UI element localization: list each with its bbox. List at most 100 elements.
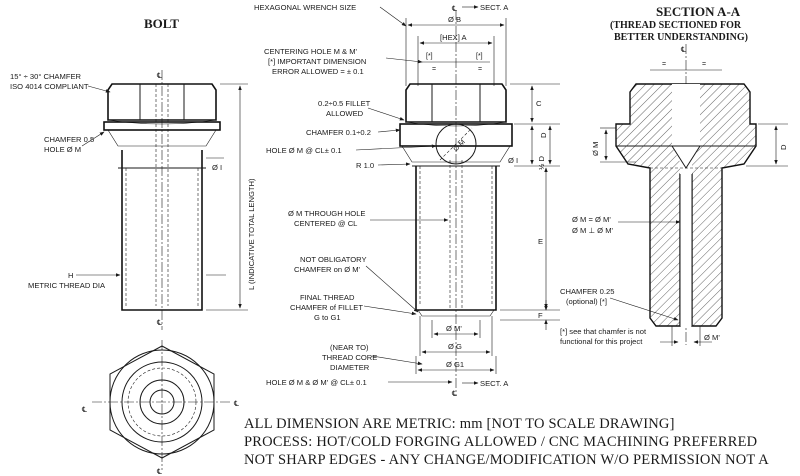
cross-hole-axis [439,127,473,161]
cross-hole-circle [435,123,477,165]
front-shank [415,166,497,311]
leader-line [367,107,405,121]
leader-line [379,6,407,27]
section-through-hole [680,168,692,326]
section-subtitle-1: (THREAD SECTIONED FOR [610,20,742,31]
chamfer-01-label: CHAMFER 0.1÷0.2 [306,128,371,137]
leader-line [385,57,423,64]
leader-line [363,305,417,316]
sect-a-top: SECT. A [480,3,509,12]
chamfer-025-label-2: (optional) [*] [566,297,607,306]
leader-line [365,265,419,313]
leader-line [371,355,423,366]
hole-m-cl-label: HOLE Ø M @ CL± 0.1 [266,146,342,155]
centering-label-3: ERROR ALLOWED = ± 0.1 [272,67,364,76]
leader-line [609,297,679,321]
not-oblig-label-2: CHAMFER on Ø M' [294,265,361,274]
hole-mm-cl-label: HOLE Ø M & Ø M' @ CL± 0.1 [266,378,367,387]
leader-line [377,128,401,133]
section-subtitle-2: BETTER UNDERSTANDING) [614,32,748,43]
dia-b-label: Ø B [448,15,461,24]
chamfer-head-label-2: ISO 4014 COMPLIANT [10,82,89,91]
section-hole-void [672,84,700,174]
chamfer-hole-label-2: HOLE Ø M [44,145,81,154]
eq-label: = [478,66,482,73]
centerline-symbol: ℄ [451,389,458,398]
collar-taper [401,145,511,163]
r10-label: R 1.0 [356,161,374,170]
section-dia-m-label: Ø M [591,142,600,156]
centering-label-2: [*] IMPORTANT DIMENSION [268,57,366,66]
eq-label: = [432,66,436,73]
centerline-symbol: ℄ [156,71,163,80]
leader-line [81,131,105,147]
hex-wrench-label: HEXAGONAL WRENCH SIZE [254,3,356,12]
m-equal-label: Ø M = Ø M' [572,215,611,224]
dim-d-label: D [539,132,548,138]
bolt-collar [103,121,221,131]
through-label-1: Ø M THROUGH HOLE [288,209,366,218]
core-label-2: THREAD CORE [322,353,377,362]
dim-f-label: F [538,311,543,320]
dia-g-label: Ø G [448,342,462,351]
front-view: ℄ SECT. A HEXAGONAL WRENCH SIZE Ø B [HEX… [254,3,560,398]
section-title: SECTION A-A [656,4,741,19]
section-dia-mprime-label: Ø M' [704,333,720,342]
hole-circle [149,389,175,415]
thread-core-circle [127,367,197,437]
final-thread-label-3: G to G1 [314,313,341,322]
centering-label-1: CENTERING HOLE M & M' [264,47,358,56]
hex-a-label: [HEX] A [440,33,468,42]
h-label: H [68,271,73,280]
dim-e-label: E [538,237,543,246]
fillet-label-2: ALLOWED [326,109,364,118]
thread-end-chamfer [417,309,495,317]
dim-c-label: C [536,99,542,108]
general-notes: ALL DIMENSION ARE METRIC: mm [NOT TO SCA… [244,416,769,468]
core-label-1: (NEAR TO) [330,343,369,352]
fillet-label-1: 0.2÷0.5 FILLET [318,99,371,108]
m-perp-label: Ø M ⊥ Ø M' [572,226,614,235]
chamfer-025-label-1: CHAMFER 0.25 [560,287,614,296]
star-label: [*] [476,53,483,60]
hex-outline [109,345,215,459]
bolt-shank [121,150,203,311]
sect-a-bottom: SECT. A [480,379,509,388]
leader-line [377,162,411,166]
note-line-2: PROCESS: HOT/COLD FORGING ALLOWED / CNC … [244,434,757,450]
length-label: L (INDICATIVE TOTAL LENGTH) [247,178,256,290]
dia-mprime-label: Ø M' [446,324,462,333]
final-thread-label-1: FINAL THREAD [300,293,355,302]
leader-line [87,85,111,93]
eq-label: = [662,61,666,68]
collar-taper [107,129,217,147]
note-line-3: NOT SHARP EDGES - ANY CHANGE/MODIFICATIO… [244,452,769,468]
bolt-title: BOLT [144,16,179,31]
collar-circle [109,349,215,455]
centerline-symbol: ℄ [680,45,687,54]
section-note-2: functional for this project [560,337,643,346]
dim-half-d-label: ½ D [537,156,546,170]
metric-thread-label: METRIC THREAD DIA [28,281,106,290]
centerline-symbol: ℄ [81,405,88,414]
core-label-3: DIAMETER [330,363,370,372]
through-label-2: CENTERED @ CL [294,219,357,228]
note-line-1: ALL DIMENSION ARE METRIC: mm [NOT TO SCA… [244,416,675,432]
chamfer-head-label-1: 15° ÷ 30° CHAMFER [10,72,82,81]
centerline-symbol: ℄ [156,467,163,476]
centerline-symbol: ℄ [451,4,458,13]
centerline-symbol: ℄ [233,399,240,408]
chamfer-hole-label-1: CHAMFER 0.5 [44,135,94,144]
not-oblig-label-1: NOT OBLIGATORY [300,255,367,264]
dia-i-label: Ø I [212,163,222,172]
hole-chamfer-circle [139,379,185,425]
section-dim-d-label: D [779,144,788,150]
leader-line [355,144,437,151]
section-note-1: [*] see that chamfer is not [560,327,647,336]
bolt-view: BOLT ℄ 15° ÷ 30° CHAMFER ISO 4014 COMPLI… [10,16,256,476]
final-thread-label-2: CHAMFER of FILLET [290,303,363,312]
section-view: SECTION A-A (THREAD SECTIONED FOR BETTER… [560,4,788,346]
front-dia-i-label: Ø I [508,156,518,165]
eq-label: = [702,61,706,68]
